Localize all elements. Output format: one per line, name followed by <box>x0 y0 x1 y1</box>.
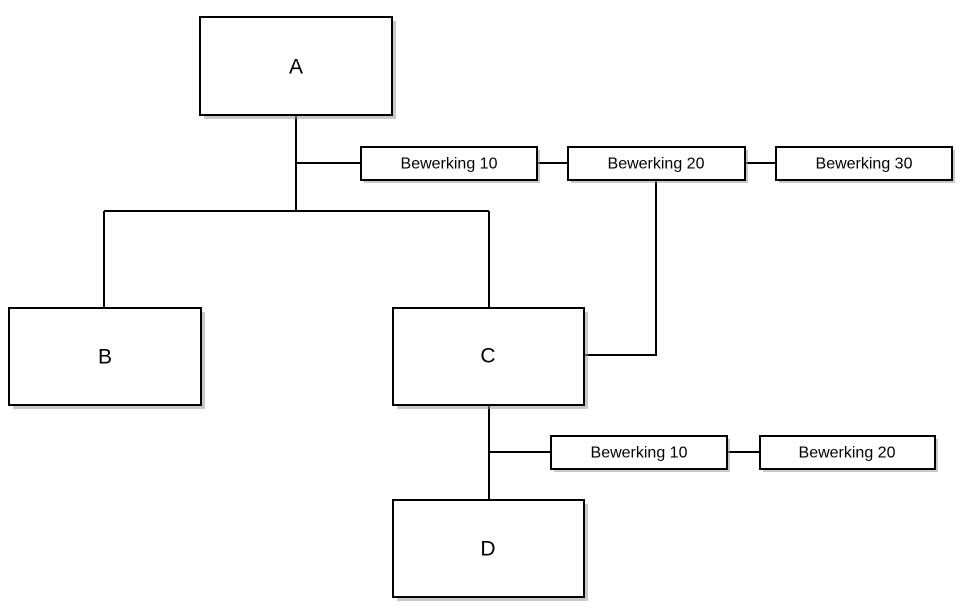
node-a: A <box>199 16 396 119</box>
connectors <box>103 115 776 500</box>
node-b: B <box>8 307 205 409</box>
operation-a-30: Bewerking 30 <box>775 146 955 183</box>
node-d-label: D <box>480 538 495 561</box>
operation-a-20: Bewerking 20 <box>567 146 748 183</box>
node-a-label: A <box>289 56 303 79</box>
operation-c-20-label: Bewerking 20 <box>799 445 896 462</box>
operation-c-10-label: Bewerking 10 <box>591 445 688 462</box>
operation-c-20: Bewerking 20 <box>759 435 938 472</box>
operation-a-30-label: Bewerking 30 <box>816 156 913 173</box>
node-b-label: B <box>98 346 112 369</box>
operation-c-10: Bewerking 10 <box>550 435 730 472</box>
operation-a-10-label: Bewerking 10 <box>401 156 498 173</box>
node-d: D <box>392 499 588 601</box>
node-c-label: C <box>480 345 495 368</box>
node-c: C <box>392 307 588 409</box>
edge-op-a-20-to-c <box>584 180 657 356</box>
operation-a-20-label: Bewerking 20 <box>608 156 705 173</box>
operation-a-10: Bewerking 10 <box>360 146 540 183</box>
